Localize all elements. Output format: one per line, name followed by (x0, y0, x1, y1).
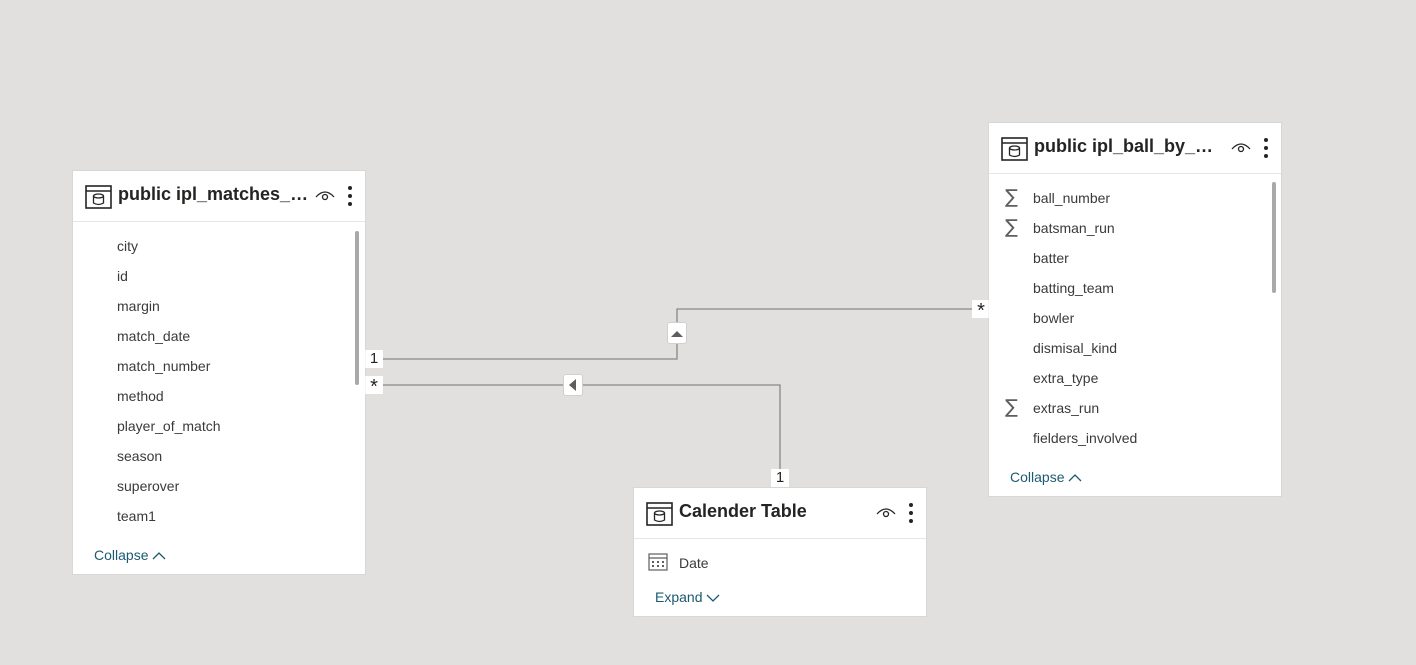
eye-icon[interactable] (876, 505, 896, 519)
field-row-superover[interactable]: superover (73, 471, 365, 501)
field-row-dismisal-kind[interactable]: dismisal_kind (989, 333, 1281, 363)
field-row-ball-number[interactable]: ∑ ball_number (989, 183, 1281, 213)
field-list: city id margin match_date match_number m… (73, 231, 365, 531)
field-label: match_date (117, 328, 191, 344)
field-label: bowler (1033, 310, 1075, 326)
table-card-ipl-ball-by-ball[interactable]: public ipl_ball_by_ball... ∑ ball_number … (989, 123, 1281, 496)
chevron-up-icon (1069, 474, 1082, 482)
field-label: season (117, 448, 163, 464)
field-label: superover (117, 478, 180, 494)
scrollbar-thumb[interactable] (1272, 182, 1276, 293)
field-label: fielders_involved (1033, 430, 1138, 446)
field-label: dismisal_kind (1033, 340, 1118, 356)
field-label: player_of_match (117, 418, 221, 434)
sum-icon: ∑ (1005, 396, 1018, 418)
expand-label: Expand (655, 589, 703, 605)
field-label: Date (679, 555, 709, 571)
field-row-batsman-run[interactable]: ∑ batsman_run (989, 213, 1281, 243)
field-list: ∑ ball_number ∑ batsman_run batter batting… (989, 183, 1281, 453)
more-vertical-icon[interactable] (908, 501, 914, 525)
field-row-date[interactable]: Date (634, 548, 926, 578)
table-card-header[interactable]: public ipl_ball_by_ball... (989, 123, 1281, 174)
field-label: batter (1033, 250, 1069, 266)
table-title: public ipl_ball_by_ball... (1034, 136, 1224, 156)
crossfilter-direction-left-icon[interactable] (564, 375, 582, 395)
table-card-calender-table[interactable]: Calender Table Date Expand (634, 488, 926, 616)
field-label: extras_run (1033, 400, 1100, 416)
eye-icon[interactable] (1231, 140, 1251, 154)
table-card-header[interactable]: Calender Table (634, 488, 926, 539)
field-row-batting-team[interactable]: batting_team (989, 273, 1281, 303)
field-label: batsman_run (1033, 220, 1115, 236)
expand-button[interactable]: Expand (655, 589, 720, 605)
field-row-extras-run[interactable]: ∑ extras_run (989, 393, 1281, 423)
cardinality-one-marker: 1 (771, 469, 789, 487)
field-row-extra-type[interactable]: extra_type (989, 363, 1281, 393)
field-row-id[interactable]: id (73, 261, 365, 291)
field-label: margin (117, 298, 160, 314)
collapse-button[interactable]: Collapse (1010, 469, 1082, 485)
crossfilter-direction-up-icon[interactable] (668, 323, 686, 343)
field-row-city[interactable]: city (73, 231, 365, 261)
field-label: extra_type (1033, 370, 1099, 386)
field-row-team1[interactable]: team1 (73, 501, 365, 531)
table-card-ipl-matches[interactable]: public ipl_matches_20... city id margin … (73, 171, 365, 574)
eye-icon[interactable] (315, 188, 335, 202)
field-label: match_number (117, 358, 211, 374)
field-row-batter[interactable]: batter (989, 243, 1281, 273)
field-row-method[interactable]: method (73, 381, 365, 411)
cardinality-many-marker: * (365, 376, 383, 398)
table-icon (1001, 137, 1028, 161)
sum-icon: ∑ (1005, 216, 1018, 238)
collapse-label: Collapse (94, 547, 149, 563)
sum-icon: ∑ (1005, 186, 1018, 208)
table-icon (646, 502, 673, 526)
field-row-fielders-involved[interactable]: fielders_involved (989, 423, 1281, 453)
relationship-line-matches-calendar (383, 384, 781, 470)
field-row-season[interactable]: season (73, 441, 365, 471)
calendar-icon (648, 553, 668, 571)
field-row-player-of-match[interactable]: player_of_match (73, 411, 365, 441)
field-label: method (117, 388, 164, 404)
more-vertical-icon[interactable] (347, 184, 353, 208)
field-row-match-date[interactable]: match_date (73, 321, 365, 351)
collapse-label: Collapse (1010, 469, 1065, 485)
field-label: batting_team (1033, 280, 1114, 296)
field-row-margin[interactable]: margin (73, 291, 365, 321)
collapse-button[interactable]: Collapse (94, 547, 166, 563)
table-title: Calender Table (679, 501, 807, 521)
scrollbar-thumb[interactable] (355, 231, 359, 385)
cardinality-many-marker: * (972, 300, 990, 322)
field-label: id (117, 268, 128, 284)
table-title: public ipl_matches_20... (118, 184, 310, 204)
table-icon (85, 185, 112, 209)
chevron-up-icon (153, 552, 166, 560)
chevron-down-icon (707, 594, 720, 603)
more-vertical-icon[interactable] (1263, 136, 1269, 160)
field-label: ball_number (1033, 190, 1111, 206)
field-label: city (117, 238, 138, 254)
field-label: team1 (117, 508, 156, 524)
field-row-bowler[interactable]: bowler (989, 303, 1281, 333)
table-card-header[interactable]: public ipl_matches_20... (73, 171, 365, 222)
field-row-match-number[interactable]: match_number (73, 351, 365, 381)
cardinality-one-marker: 1 (365, 350, 383, 368)
